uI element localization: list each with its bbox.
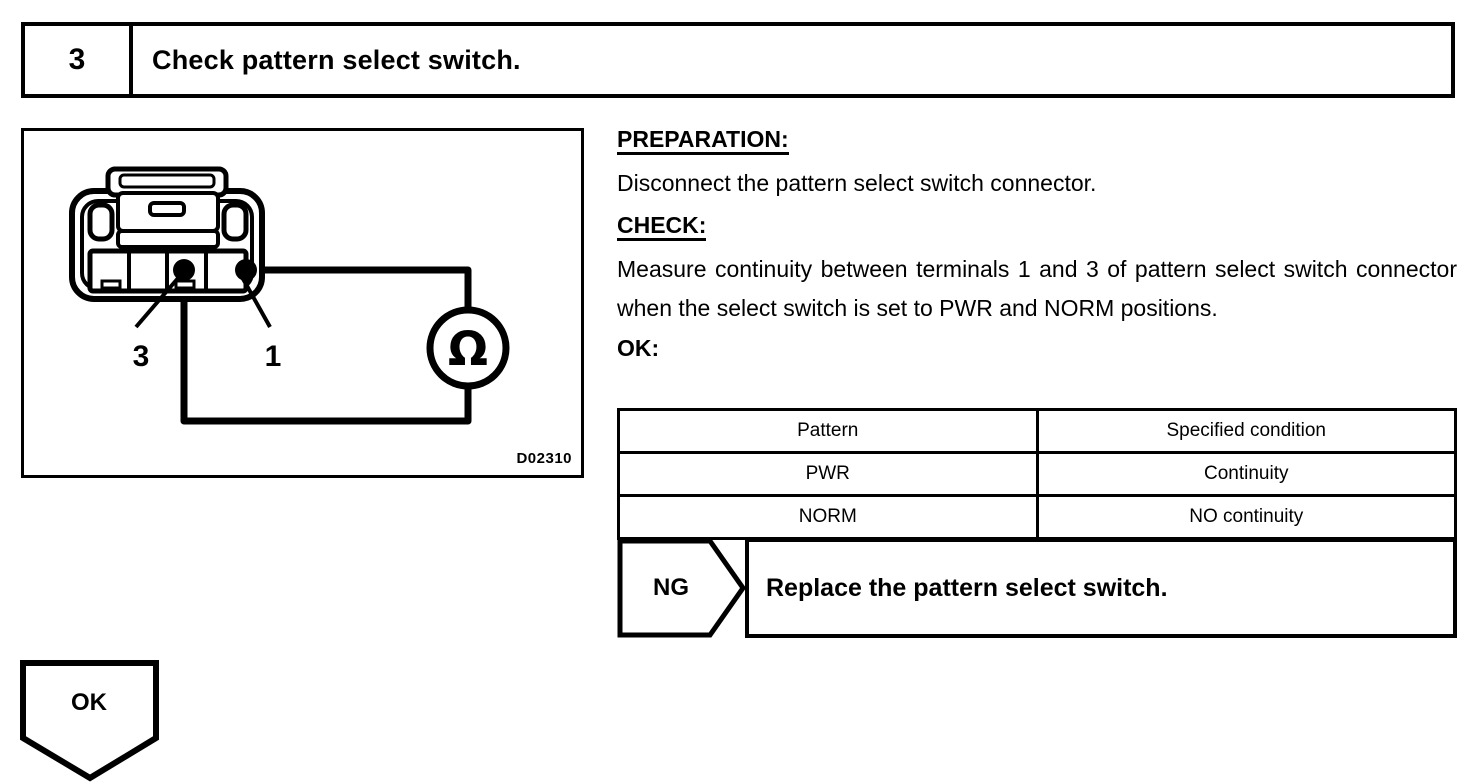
illustration-panel: Ω — [21, 128, 584, 478]
ng-result-box: Replace the pattern select switch. — [745, 538, 1457, 638]
specification-table: Pattern Specified condition PWR Continui… — [617, 408, 1457, 540]
ng-label: NG — [653, 574, 689, 601]
cell-condition-norm: NO continuity — [1035, 494, 1457, 540]
terminal-pin-1 — [235, 259, 257, 281]
ohm-symbol: Ω — [448, 322, 488, 377]
terminal-label-3: 3 — [133, 340, 150, 373]
ok-heading: OK: — [617, 334, 660, 361]
check-heading: CHECK: — [617, 213, 1457, 241]
check-text: Measure continuity between terminals 1 a… — [617, 255, 1457, 322]
preparation-heading-text: PREPARATION: — [617, 128, 789, 155]
connector-upper-notch — [148, 201, 186, 217]
table-header-row: Pattern Specified condition — [617, 408, 1457, 454]
ng-branch: NG Replace the pattern select switch. — [617, 538, 1457, 638]
connector-circuit-diagram: Ω — [69, 166, 510, 425]
connector-upper-bar — [116, 229, 220, 249]
wire-terminal3-to-meter — [180, 269, 472, 425]
table-row: NORM NO continuity — [617, 494, 1457, 540]
step-number: 3 — [68, 43, 86, 76]
ng-arrow-shape — [617, 538, 747, 638]
header-cell-pattern: Pattern — [617, 408, 1039, 454]
check-heading-text: CHECK: — [617, 213, 707, 241]
ok-branch: OK — [20, 660, 170, 784]
step-number-cell: 3 — [25, 26, 133, 94]
terminal-pin-3 — [173, 259, 195, 281]
cell-pattern-pwr: PWR — [617, 451, 1039, 497]
cavity-notch-2 — [174, 279, 196, 290]
preparation-text: Disconnect the pattern select switch con… — [617, 170, 1097, 196]
preparation-heading: PREPARATION: — [617, 128, 1457, 155]
cell-pattern-norm: NORM — [617, 494, 1039, 540]
cavity-notch-1 — [100, 279, 122, 290]
ok-label: OK — [71, 689, 107, 716]
figure-code: D02310 — [516, 450, 572, 467]
header-cell-condition: Specified condition — [1035, 408, 1457, 454]
connector-lock-tab-inner — [118, 173, 216, 189]
step-header: 3 Check pattern select switch. — [21, 22, 1455, 98]
leader-line-3 — [134, 275, 181, 329]
ohmmeter-circle — [426, 306, 510, 390]
instructions-column: PREPARATION: Disconnect the pattern sele… — [617, 128, 1457, 360]
connector-right-slot — [221, 202, 249, 242]
step-title: Check pattern select switch. — [152, 44, 521, 75]
table-row: PWR Continuity — [617, 451, 1457, 497]
ng-action-text: Replace the pattern select switch. — [766, 573, 1168, 602]
wire-terminal1-to-meter — [242, 266, 472, 317]
terminal-label-1: 1 — [265, 340, 282, 373]
leader-line-1 — [240, 276, 272, 328]
ok-arrow-shape — [20, 660, 159, 782]
cell-condition-pwr: Continuity — [1035, 451, 1457, 497]
connector-left-slot — [87, 202, 115, 242]
